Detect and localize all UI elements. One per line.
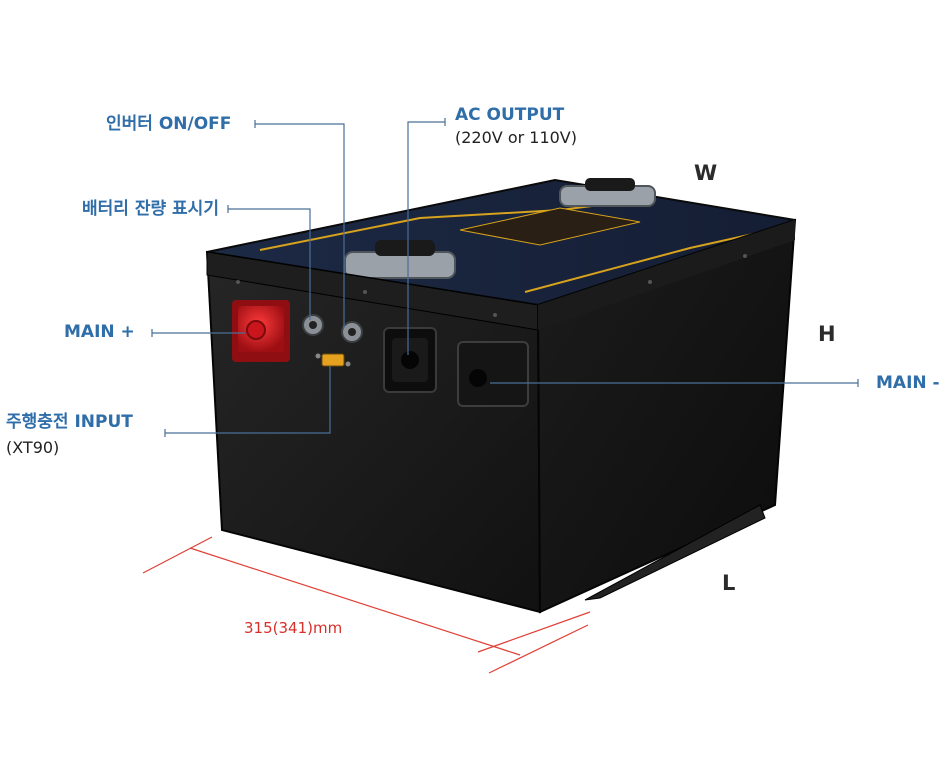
battery-case: [205, 178, 797, 614]
main-plus-terminal: [232, 300, 290, 362]
width-dimension-label: W: [694, 161, 718, 185]
charge-input-sublabel: (XT90): [6, 438, 60, 457]
ac-output-label: AC OUTPUT: [455, 105, 565, 125]
side-lip: [538, 220, 795, 330]
length-dimension-label: L: [722, 571, 736, 595]
rear-handle: [559, 178, 656, 207]
main-minus-label: MAIN -: [876, 373, 940, 393]
length-dimension: [142, 536, 591, 674]
mounting-rail: [584, 504, 766, 601]
charge-input-label: 주행충전 INPUT: [6, 412, 133, 432]
ac-output-sublabel: (220V or 110V): [455, 128, 577, 147]
length-measurement-label: 315(341)mm: [244, 619, 343, 637]
inverter-switch-label: 인버터 ON/OFF: [106, 114, 232, 134]
front-handle: [344, 240, 456, 279]
main-minus-terminal: [457, 341, 529, 407]
battery-gauge-callout-line: [228, 208, 311, 320]
xt90-connector: [315, 353, 351, 367]
ac-outlet: [383, 327, 437, 393]
top-label-panel: [459, 207, 641, 246]
height-dimension-label: H: [818, 322, 836, 346]
charge-input-callout-line: [165, 366, 331, 434]
inverter-callout-line: [255, 123, 345, 328]
battery-gauge-connector: [302, 314, 324, 336]
callout-lines: [152, 121, 858, 434]
battery-side-face: [536, 218, 797, 614]
main-plus-label: MAIN +: [64, 322, 135, 342]
ac-output-callout-line: [407, 121, 445, 355]
callout-ticks: [151, 118, 859, 437]
battery-gauge-label: 배터리 잔량 표시기: [82, 199, 219, 219]
inverter-switch-connector: [341, 321, 363, 343]
